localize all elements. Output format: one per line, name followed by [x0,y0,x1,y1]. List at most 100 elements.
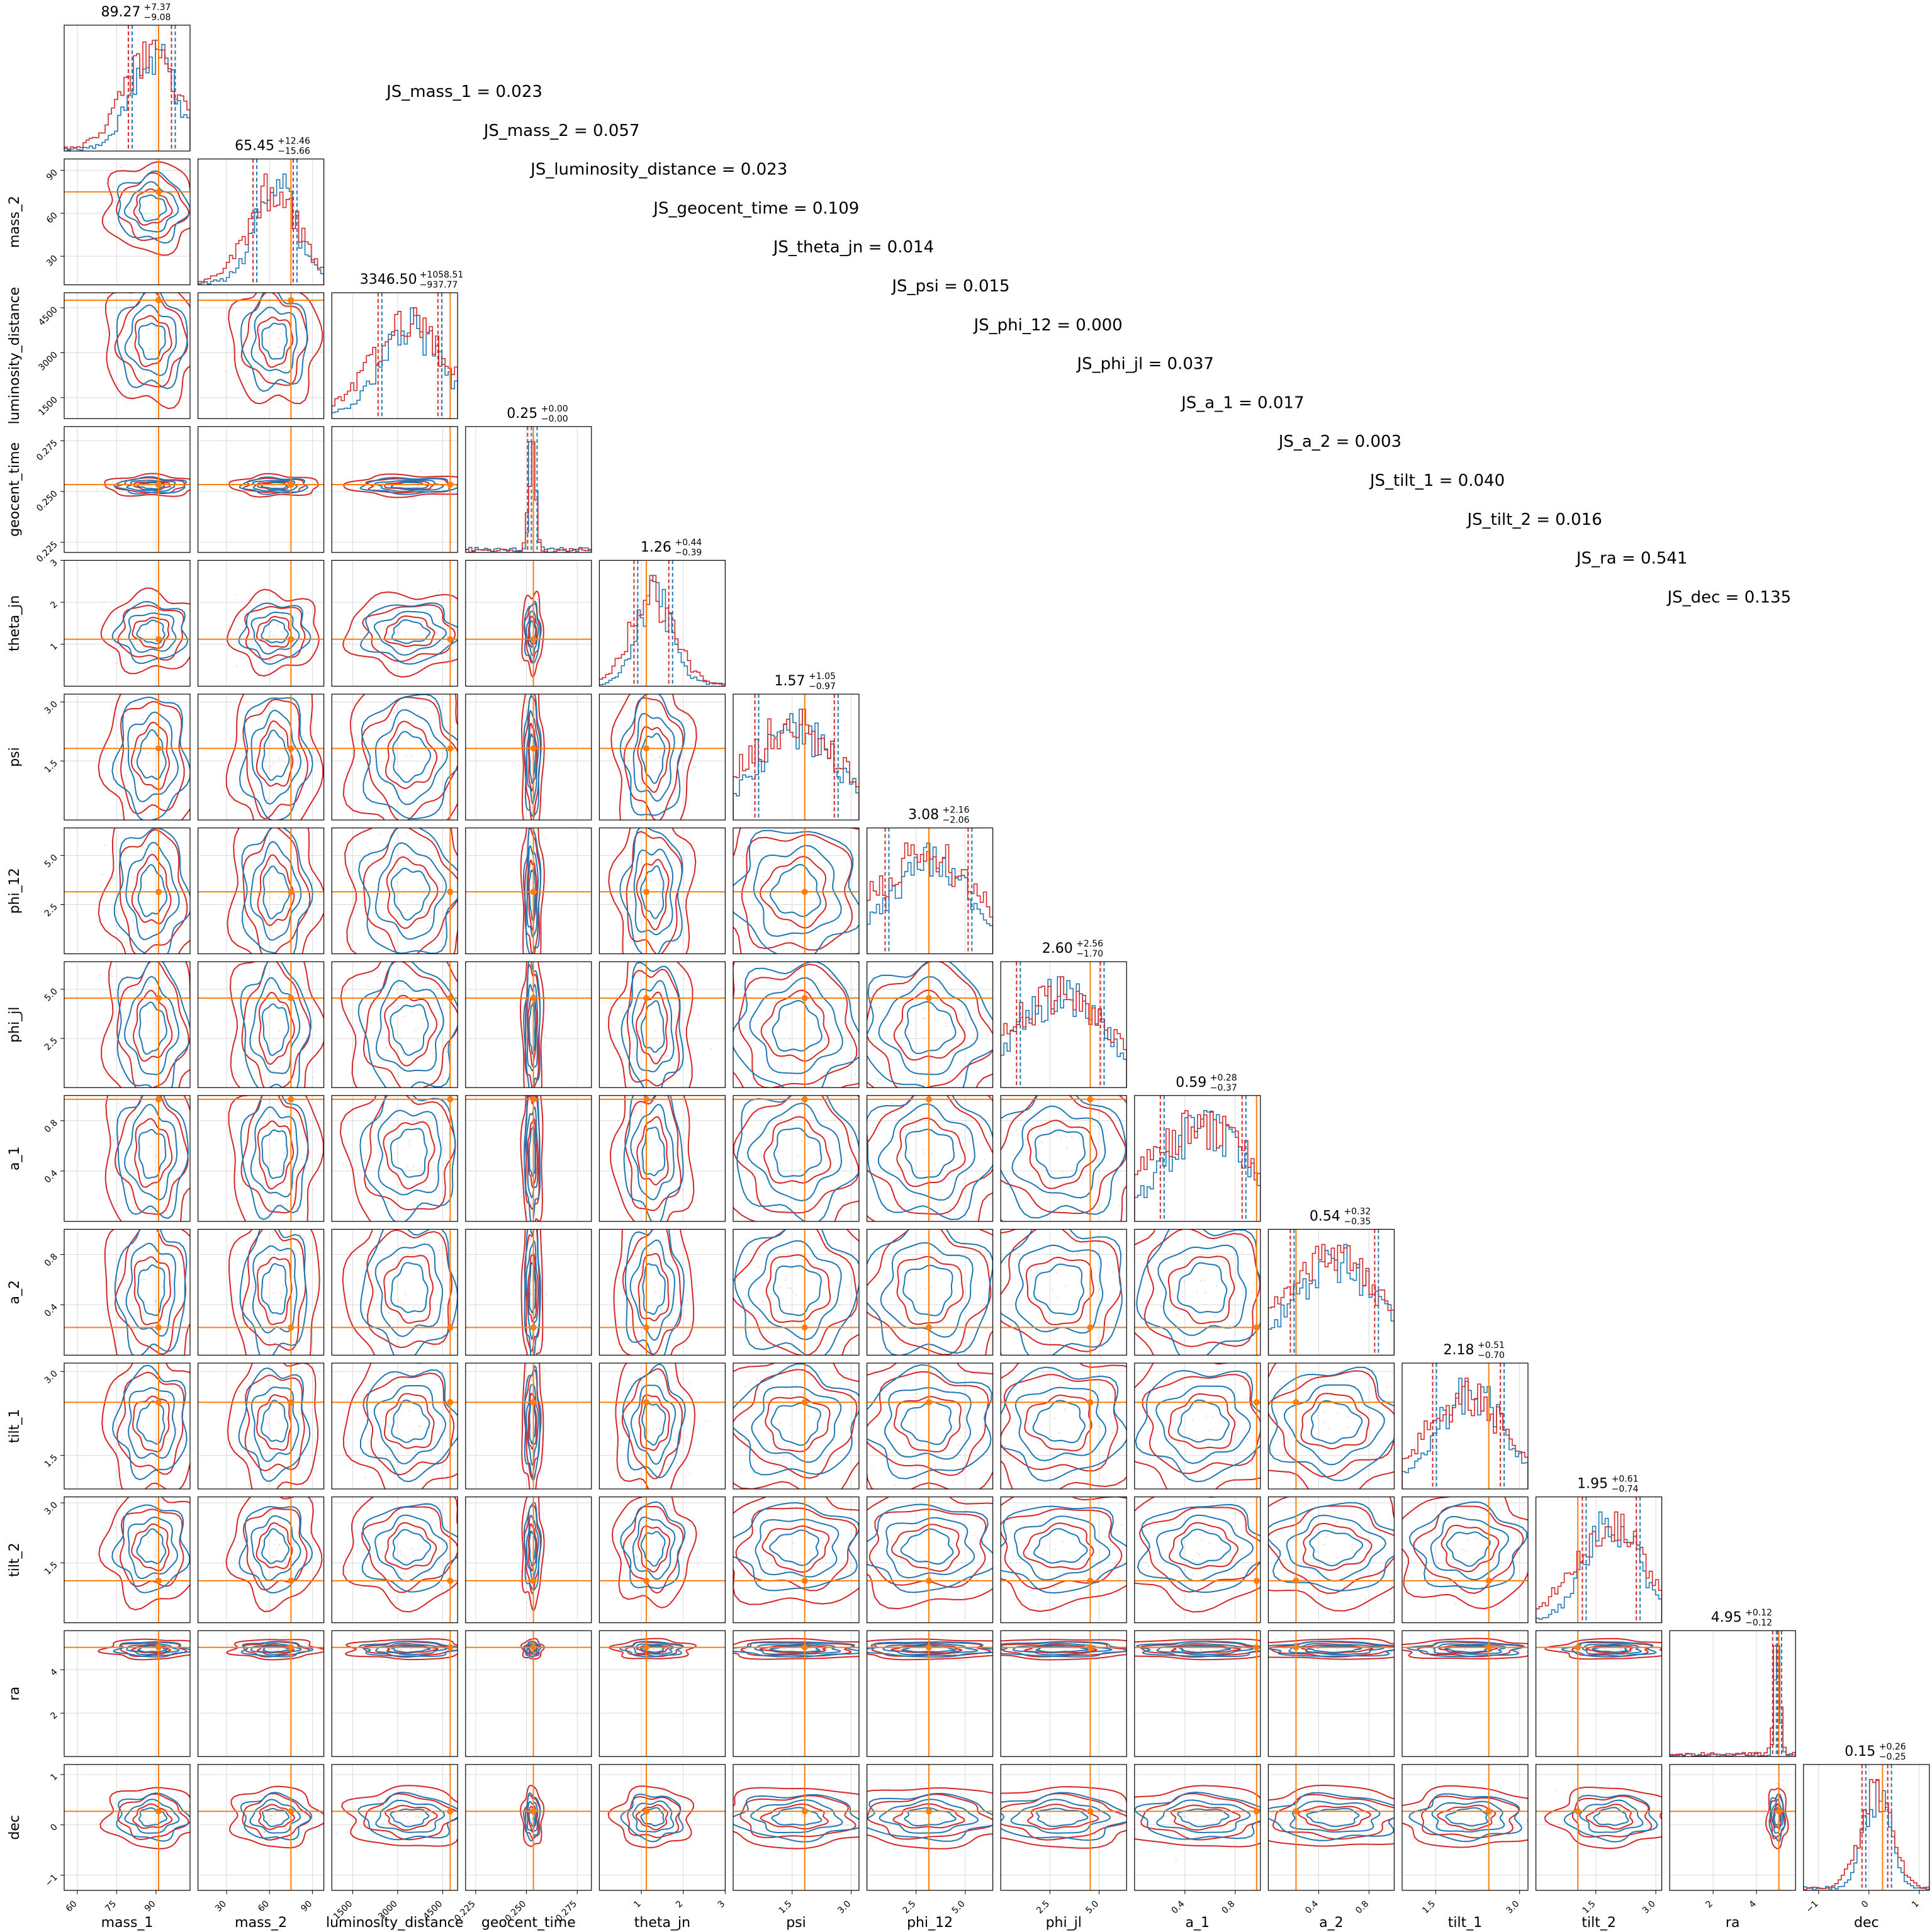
contour-line [392,1529,432,1566]
sample-point [1050,1396,1052,1398]
contour-line [1025,1257,1094,1325]
sample-point [426,928,428,929]
sample-point [940,1198,941,1200]
contour-line [386,1644,439,1654]
sample-point [636,1556,637,1558]
sample-point [985,1551,986,1553]
contour-line [132,617,170,649]
sample-point [301,1158,303,1160]
sample-point [284,323,286,325]
sample-point [297,683,298,684]
sample-point [1196,1553,1198,1554]
sample-point [415,1816,417,1817]
sample-point [535,1351,537,1353]
sample-point [705,1420,707,1422]
injection-point [643,995,650,1002]
sample-point [1420,1410,1422,1411]
contour-line [138,1001,167,1055]
sample-point [275,1267,277,1269]
contour-line [1167,1393,1236,1449]
sample-point [542,1339,544,1340]
sample-point [667,1103,668,1104]
sample-point [1072,1192,1074,1194]
panel-frame [598,1497,726,1624]
sample-point [453,481,455,483]
sample-point [294,1352,296,1354]
histogram-series [599,575,726,687]
contour-line [754,1643,841,1655]
sample-point [667,1055,669,1057]
sample-point [283,1317,285,1318]
histogram-series [198,173,324,285]
sample-point [650,1781,652,1783]
sample-point [669,1650,671,1652]
sample-point [319,1544,320,1545]
sample-point [1127,1228,1128,1229]
injection-point [1293,1399,1300,1406]
sample-point [125,627,127,629]
sample-point [155,1439,157,1441]
sample-point [281,1562,283,1564]
sample-point [179,1424,181,1426]
sample-point [373,1638,375,1640]
contour-line [1001,1505,1127,1594]
sample-point [735,1654,737,1656]
sample-point [622,856,624,858]
sample-point [1144,1539,1146,1541]
contour-line [882,1643,979,1656]
sample-point [385,1047,387,1048]
sample-point [149,1822,151,1824]
panel-frame [733,1497,860,1624]
panel-frame [1000,1630,1127,1757]
sample-point [756,1379,758,1381]
contour-line [524,964,541,1088]
sample-point [618,1276,620,1278]
sample-point [899,1006,901,1008]
posterior-lower-error: −0.35 [1344,1216,1371,1227]
sample-point [1411,1577,1413,1579]
panel-frame [1669,1630,1796,1757]
sample-point [665,1308,667,1310]
sample-point [180,1110,182,1112]
contour-line [867,962,993,1088]
contour-line [256,1644,295,1654]
sample-point [233,1559,235,1561]
sample-point [642,1379,644,1381]
sample-point [418,1306,420,1308]
sample-point [665,1303,667,1305]
contour-line [239,697,313,820]
sample-point [1127,1651,1128,1652]
sample-point [855,1119,856,1120]
sample-point [400,1803,402,1805]
contour-line [867,1371,989,1476]
sample-point [154,1023,155,1025]
sample-point [360,633,362,635]
histogram-panel-a_1: 0.59+0.28−0.37 [1134,1073,1261,1222]
sample-point [167,815,169,817]
sample-point [1406,1512,1408,1514]
sample-point [854,969,855,970]
contour-line [104,473,190,497]
sample-point [791,954,792,955]
panel-frame [1134,1228,1261,1356]
sample-point [280,1444,282,1446]
sample-point [315,1030,317,1031]
sample-point [403,992,405,994]
contour-line [261,729,290,781]
sample-point [673,814,675,816]
sample-point [985,1519,987,1521]
sample-point [1042,1369,1043,1371]
sample-point [799,853,801,855]
sample-point [129,1186,131,1188]
sample-point [254,352,256,354]
sample-point [183,1126,185,1128]
sample-point [768,1328,770,1330]
sample-point [142,189,143,191]
sample-point [174,1169,176,1171]
sample-point [272,1314,274,1316]
sample-point [1275,1639,1277,1641]
injection-point [288,1096,295,1103]
sample-point [404,1556,406,1558]
sample-point [1242,1546,1244,1548]
